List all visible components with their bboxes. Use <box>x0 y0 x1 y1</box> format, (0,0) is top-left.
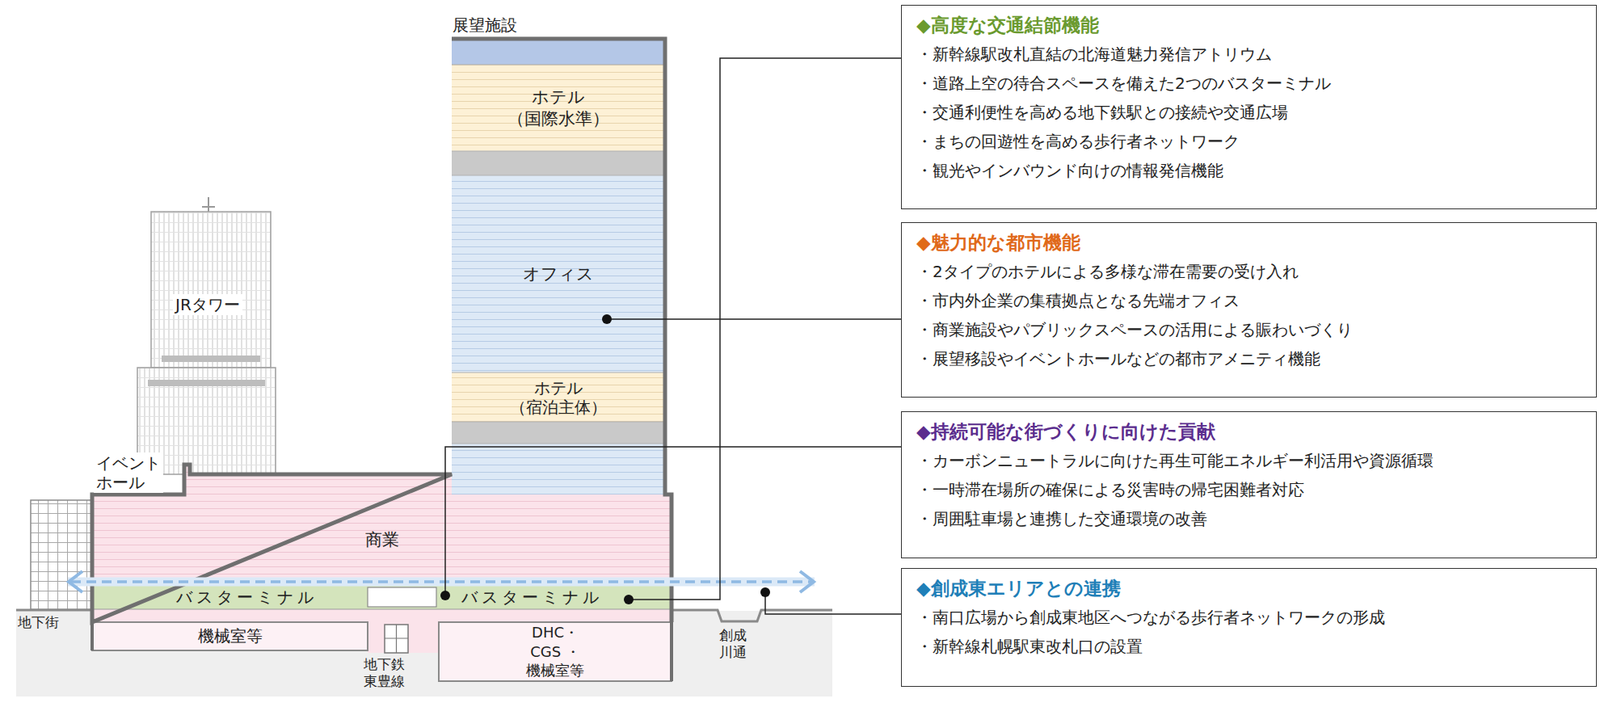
pedestrian-network-arrow <box>71 580 812 584</box>
event-hall-label: イベント ホール <box>93 452 164 493</box>
commercial-band: 商業 <box>92 494 672 586</box>
band-label: ホテル （宿泊主体） <box>509 378 607 417</box>
tower-bands <box>451 175 666 373</box>
tower-bands <box>451 64 666 152</box>
feature-box: ◆創成東エリアとの連携・南口広場から創成東地区へつながる歩行者ネットワークの形成… <box>901 568 1597 687</box>
feature-box: ◆持続可能な街づくりに向けた貢献・カーボンニュートラルに向けた再生可能エネルギー… <box>901 411 1597 559</box>
feature-box: ◆高度な交通結節機能・新幹線駅改札直結の北海道魅力発信アトリウム・道路上空の待合… <box>901 4 1597 210</box>
pedestrian-network-arrow <box>68 571 83 593</box>
leader-dot <box>602 314 612 325</box>
box-heading: ◆高度な交通結節機能 <box>916 10 1582 40</box>
podium <box>92 622 368 651</box>
leader-line <box>445 446 902 596</box>
bus-terminal-band: バスターミナル <box>442 585 621 610</box>
podium <box>92 585 672 610</box>
hotel-band: ホテル （国際水準） <box>451 64 666 152</box>
ground <box>16 610 833 697</box>
tower-bands <box>451 372 666 422</box>
leader-line <box>606 318 902 320</box>
box-heading: ◆持続可能な街づくりに向けた貢献 <box>916 416 1582 447</box>
tower-bands <box>451 443 666 495</box>
jr-tower-illustration <box>202 206 215 208</box>
observation-band: 展望施設 <box>437 12 533 38</box>
building-outline <box>669 494 674 682</box>
plant-room-box: DHC・CGS ・機械室等 <box>438 622 672 682</box>
podium <box>92 609 672 623</box>
street-label: 創成 川通 <box>719 627 747 662</box>
podium <box>438 622 672 682</box>
subway-label: 地下鉄 東豊線 <box>363 656 405 691</box>
band-label: バスターミナル <box>461 586 603 609</box>
jr-tower-illustration <box>207 197 210 212</box>
tower-bands <box>451 64 666 444</box>
bullet-text: ・交通利便性を高める地下鉄駅との接続や交通広場 <box>916 97 1582 127</box>
band-label: 展望施設 <box>450 14 520 37</box>
bullet-text: ・新幹線札幌駅東改札口の設置 <box>916 631 1582 662</box>
leader-dot <box>623 594 634 605</box>
bullet-text: ・観光やインバウンド向けの情報発信機能 <box>916 155 1582 186</box>
underground-mall-building <box>30 500 93 610</box>
leader-line <box>445 58 902 615</box>
ground <box>16 610 833 622</box>
feature-box: ◆魅力的な都市機能・2タイプのホテルによる多様な滞在需要の受け入れ・市内外企業の… <box>901 222 1597 398</box>
band-label: 商業 <box>365 528 400 552</box>
bullet-text: ・市内外企業の集積拠点となる先端オフィス <box>916 286 1582 316</box>
building-outline <box>90 494 94 651</box>
bullet-text: ・新幹線駅改札直結の北海道魅力発信アトリウム <box>916 39 1582 69</box>
underground-mall-label: 地下街 <box>17 614 59 631</box>
jr-tower-illustration <box>137 197 276 475</box>
subway-symbol <box>384 624 409 653</box>
bullet-text: ・南口広場から創成東地区へつながる歩行者ネットワークの形成 <box>916 602 1582 632</box>
band-label: DHC・CGS ・機械室等 <box>526 623 585 680</box>
tower-bands <box>451 38 666 495</box>
jr-tower-illustration <box>161 355 261 363</box>
podium <box>92 585 672 610</box>
leader-dot <box>440 314 771 605</box>
subway-symbol <box>384 624 409 653</box>
podium <box>92 464 672 586</box>
bus-terminal-band: バスターミナル <box>145 585 348 610</box>
leader-line <box>628 58 902 600</box>
machine-room-box: 機械室等 <box>92 622 368 651</box>
pedestrian-network-arrow <box>800 571 814 593</box>
jr-tower-illustration <box>147 379 266 387</box>
pedestrian-network-arrow <box>67 577 815 587</box>
leader-dot <box>440 590 451 601</box>
tower-bands <box>451 38 666 65</box>
bullet-text: ・道路上空の待合スペースを備えた2つのバスターミナル <box>916 68 1582 98</box>
bullet-text: ・商業施設やパブリックスペースの活用による賑わいづくり <box>916 315 1582 345</box>
subway-symbol <box>384 624 409 653</box>
bullet-text: ・カーボンニュートラルに向けた再生可能エネルギー利活用や資源循環 <box>916 446 1582 476</box>
podium <box>92 464 672 682</box>
bullet-text: ・展望移設やイベントホールなどの都市アメニティ機能 <box>916 344 1582 374</box>
bullet-text: ・一時滞在場所の確保による災害時の帰宅困難者対応 <box>916 475 1582 505</box>
band-label: オフィス <box>522 262 594 286</box>
bullet-text: ・周囲駐車場と連携した交通環境の改善 <box>916 504 1582 534</box>
podium <box>367 587 437 607</box>
office-band: オフィス <box>451 175 666 373</box>
tower-bands <box>451 421 666 444</box>
jr-tower-label: JRタワー <box>172 294 243 316</box>
jr-tower-illustration <box>151 211 271 368</box>
bullet-text: ・まちの回遊性を高める歩行者ネットワーク <box>916 126 1582 156</box>
hotel-band: ホテル （宿泊主体） <box>451 372 666 422</box>
building-outline <box>92 38 672 623</box>
leader-dot <box>760 587 771 598</box>
podium <box>367 622 439 653</box>
ground <box>16 610 833 697</box>
box-heading: ◆魅力的な都市機能 <box>916 227 1582 257</box>
box-heading: ◆創成東エリアとの連携 <box>916 573 1582 603</box>
band-label: バスターミナル <box>176 586 318 609</box>
underground-mall-building <box>30 500 93 610</box>
band-label: ホテル （国際水準） <box>507 86 610 130</box>
bullet-text: ・2タイプのホテルによる多様な滞在需要の受け入れ <box>916 256 1582 287</box>
tower-bands <box>451 151 666 176</box>
leader-line <box>765 592 902 615</box>
band-label: 機械室等 <box>197 625 263 648</box>
